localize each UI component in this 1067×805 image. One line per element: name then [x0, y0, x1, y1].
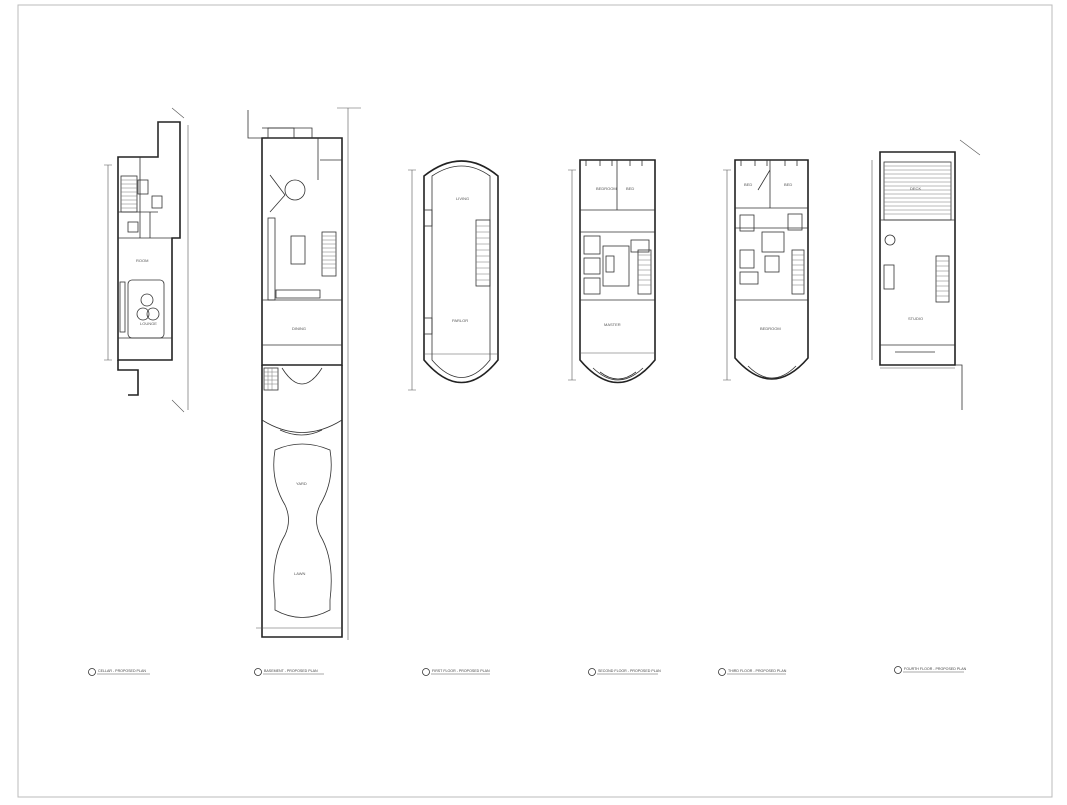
svg-text:PARLOR: PARLOR: [452, 318, 468, 323]
fourth-floor-plan: DECK STUDIO: [871, 139, 981, 410]
svg-text:LOUNGE: LOUNGE: [140, 321, 157, 326]
cellar-title-text: CELLAR - PROPOSED PLAN: [98, 669, 146, 673]
svg-text:LAWN: LAWN: [294, 571, 306, 576]
first-floor-plan: LIVING PARLOR: [408, 160, 499, 391]
svg-text:BED: BED: [784, 182, 792, 187]
svg-text:BEDROOM: BEDROOM: [596, 186, 617, 191]
fourth-floor-title-text: FOURTH FLOOR - PROPOSED PLAN: [904, 667, 967, 671]
basement-plan-title: BASEMENT - PROPOSED PLAN: [254, 668, 324, 676]
svg-text:YARD: YARD: [296, 481, 307, 486]
basement-title-text: BASEMENT - PROPOSED PLAN: [264, 669, 318, 673]
svg-text:BED: BED: [626, 186, 634, 191]
third-floor-plan-title: THIRD FLOOR - PROPOSED PLAN: [718, 668, 787, 676]
fourth-floor-plan-title: FOURTH FLOOR - PROPOSED PLAN: [894, 666, 967, 674]
sheet-border: [17, 4, 1053, 798]
second-floor-title-text: SECOND FLOOR - PROPOSED PLAN: [598, 669, 661, 673]
third-floor-plan: BED BED BEDROOM: [723, 159, 809, 381]
cellar-plan-title: CELLAR - PROPOSED PLAN: [88, 668, 150, 676]
second-floor-plan-title: SECOND FLOOR - PROPOSED PLAN: [588, 668, 661, 676]
first-floor-title-text: FIRST FLOOR - PROPOSED PLAN: [432, 669, 490, 673]
plan-titles: CELLAR - PROPOSED PLAN BASEMENT - PROPOS…: [88, 666, 967, 676]
basement-plan: DINING YARD LAWN: [247, 107, 361, 640]
first-floor-plan-title: FIRST FLOOR - PROPOSED PLAN: [422, 668, 490, 676]
svg-text:DECK: DECK: [910, 186, 921, 191]
third-floor-title-text: THIRD FLOOR - PROPOSED PLAN: [728, 669, 787, 673]
svg-text:BED: BED: [744, 182, 752, 187]
svg-text:LIVING: LIVING: [456, 196, 469, 201]
svg-text:STUDIO: STUDIO: [908, 316, 923, 321]
cellar-plan: ROOM LOUNGE: [104, 107, 189, 413]
second-floor-plan: BEDROOM BED MASTER: [568, 159, 656, 384]
svg-text:ROOM: ROOM: [136, 258, 148, 263]
svg-text:BEDROOM: BEDROOM: [760, 326, 781, 331]
svg-text:MASTER: MASTER: [604, 322, 621, 327]
svg-text:DINING: DINING: [292, 326, 306, 331]
